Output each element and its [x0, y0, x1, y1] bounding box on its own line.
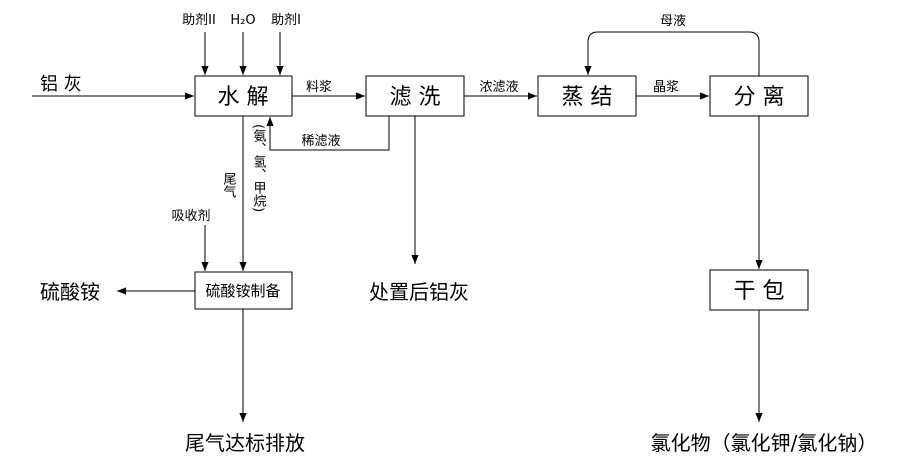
tail-gas-components-label: (氨、氢、甲烷) — [251, 124, 267, 212]
treated-ash-output-label: 处置后铝灰 — [369, 280, 469, 304]
aluminum-ash-input-label: 铝 灰 — [40, 74, 82, 95]
dilute-filtrate-arrow — [266, 116, 390, 151]
dilute-filtrate-label: 稀滤液 — [301, 134, 340, 149]
hydrolysis-label: 水 解 — [218, 85, 269, 110]
mother-liquor-arrow — [584, 31, 760, 76]
tail-gas-label: 尾气 — [221, 172, 237, 198]
dry-pack-box: 干 包 — [709, 269, 809, 311]
water-label: H₂O — [230, 13, 255, 28]
concentrate-label: 浓滤液 — [479, 80, 518, 95]
additive-1-label: 助剂I — [271, 13, 301, 28]
ammonium-sulfate-prep-label: 硫酸铵制备 — [205, 282, 280, 300]
chloride-output-label: 氯化物（氯化钾/氯化钠） — [651, 431, 878, 455]
separate-box: 分 离 — [709, 75, 809, 117]
crystal-slurry-label: 晶浆 — [653, 80, 679, 95]
ammonium-sulfate-output-label: 硫酸铵 — [40, 280, 100, 304]
separate-label: 分 离 — [734, 85, 785, 110]
hydrolysis-box: 水 解 — [194, 75, 293, 117]
mother-liquor-label: 母液 — [660, 14, 686, 29]
slurry-label: 料浆 — [306, 80, 332, 95]
dry-pack-label: 干 包 — [734, 279, 785, 304]
evaporate-label: 蒸 结 — [562, 85, 613, 110]
additive-2-label: 助剂II — [182, 13, 216, 28]
filter-wash-label: 滤 洗 — [390, 85, 441, 110]
evaporate-box: 蒸 结 — [537, 75, 637, 117]
ammonium-sulfate-prep-box: 硫酸铵制备 — [194, 271, 293, 310]
absorbent-label: 吸收剂 — [171, 209, 210, 224]
filter-wash-box: 滤 洗 — [365, 75, 465, 117]
emission-output-label: 尾气达标排放 — [185, 431, 305, 455]
